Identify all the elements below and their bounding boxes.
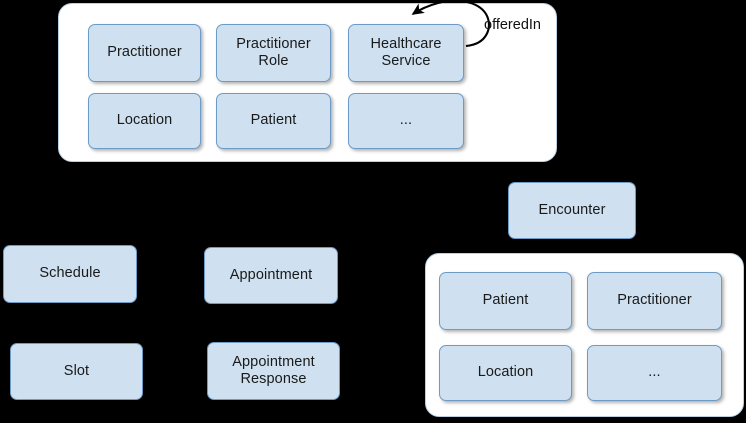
node-patient-label: Patient bbox=[250, 112, 297, 129]
offered-in-edge-label: offeredIn bbox=[484, 17, 541, 33]
node-encounter-practitioner[interactable]: Practitioner bbox=[587, 272, 722, 330]
node-encounter[interactable]: Encounter bbox=[508, 182, 636, 239]
node-schedule-label: Schedule bbox=[39, 265, 101, 282]
node-encounter-patient[interactable]: Patient bbox=[439, 272, 572, 330]
node-encounter-location-label: Location bbox=[477, 364, 534, 381]
node-more-directory[interactable]: ... bbox=[348, 93, 464, 149]
node-appointment-response[interactable]: Appointment Response bbox=[207, 342, 340, 400]
node-patient[interactable]: Patient bbox=[216, 93, 331, 149]
node-location[interactable]: Location bbox=[88, 93, 201, 149]
node-appointment-response-label: Appointment Response bbox=[232, 353, 315, 387]
node-practitioner-role-label: Practitioner Role bbox=[236, 35, 311, 69]
node-healthcare-service-label: Healthcare Service bbox=[370, 35, 442, 69]
node-practitioner-role[interactable]: Practitioner Role bbox=[216, 24, 331, 82]
node-healthcare-service[interactable]: Healthcare Service bbox=[348, 24, 464, 82]
node-schedule[interactable]: Schedule bbox=[3, 245, 137, 303]
node-encounter-practitioner-label: Practitioner bbox=[617, 292, 692, 309]
node-practitioner-label: Practitioner bbox=[107, 44, 182, 61]
node-more-encounter[interactable]: ... bbox=[587, 345, 722, 401]
node-more-encounter-label: ... bbox=[648, 364, 661, 381]
node-more-directory-label: ... bbox=[399, 112, 413, 129]
node-appointment-label: Appointment bbox=[229, 266, 313, 283]
node-appointment[interactable]: Appointment bbox=[204, 247, 338, 304]
node-practitioner[interactable]: Practitioner bbox=[88, 24, 201, 82]
node-encounter-label: Encounter bbox=[538, 201, 606, 218]
node-location-label: Location bbox=[116, 112, 173, 129]
node-encounter-location[interactable]: Location bbox=[439, 345, 572, 401]
node-slot[interactable]: Slot bbox=[10, 343, 143, 400]
node-slot-label: Slot bbox=[63, 362, 90, 379]
node-encounter-patient-label: Patient bbox=[482, 292, 529, 309]
